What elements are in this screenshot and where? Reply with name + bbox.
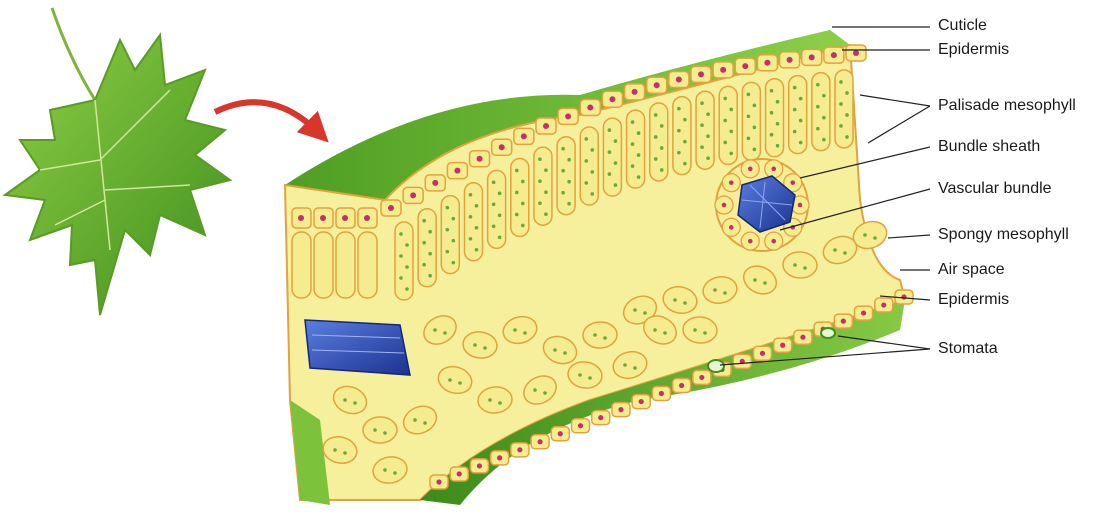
label-vascular-bundle: Vascular bundle [938,180,1052,198]
palisade-cell [627,110,645,188]
label-air-space: Air space [938,261,1005,279]
leaf-block [285,30,913,505]
palisade-cell [580,127,598,205]
palisade-cell [766,79,784,157]
palisade-cell [557,137,575,215]
stoma-2 [821,328,835,338]
palisade-cell [464,183,482,261]
palisade-cell [835,70,853,148]
palisade-cell [742,82,760,160]
palisade-cell [418,209,436,287]
palisade-cell [603,118,621,196]
palisade-cell [789,76,807,154]
label-stomata: Stomata [938,340,998,358]
spongy-cell [363,417,397,444]
palisade-cell [511,158,529,236]
palisade-cell [534,147,552,225]
palisade-cell [488,170,506,248]
label-cuticle: Cuticle [938,17,987,35]
label-spongy-mesophyll: Spongy mesophyll [938,226,1069,244]
label-epidermis-lower: Epidermis [938,291,1009,309]
palisade-cell [441,196,459,274]
palisade-cell [395,222,413,300]
maple-leaf-icon [5,8,230,315]
label-epidermis-upper: Epidermis [938,41,1009,59]
label-palisade-mesophyll: Palisade mesophyll [938,97,1076,115]
stoma-1 [708,360,724,372]
palisade-cell [673,97,691,175]
spongy-cell [583,321,618,348]
palisade-cell [650,103,668,181]
palisade-cell [696,91,714,169]
vascular-bundle-left [305,320,410,375]
palisade-cell [812,73,830,151]
palisade-cell [719,86,737,164]
label-bundle-sheath: Bundle sheath [938,138,1040,156]
zoom-arrow [215,102,318,132]
